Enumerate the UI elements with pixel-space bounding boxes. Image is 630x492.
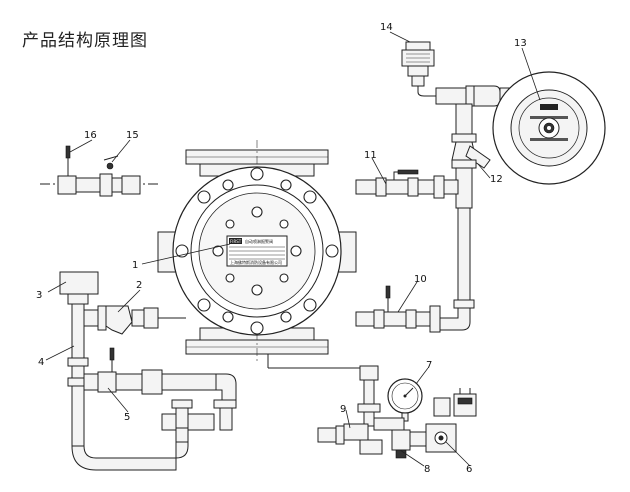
upper-pipe-network: [435, 83, 533, 331]
pressure-switch-14: [401, 41, 440, 97]
callout-labels: 1 2 3 4 5 6 7 8 9 10 11 12 13 14 16 15: [36, 22, 527, 475]
callout-13: 13: [514, 38, 527, 49]
callout-1: 1: [132, 260, 138, 271]
callout-4: 4: [38, 357, 44, 368]
callout-15: 16: [84, 130, 97, 141]
flange-bolts: [175, 167, 339, 335]
callout-7: 7: [426, 360, 432, 371]
callout-10: 10: [414, 274, 427, 285]
nameplate-brand: FIRST: [230, 239, 242, 244]
nameplate-maker: 上海佛特斯消防设备有限公司: [230, 259, 282, 265]
callout-3: 3: [36, 290, 42, 301]
retard-chamber-3: [59, 271, 99, 305]
test-valve-11: [355, 169, 459, 199]
lower-center-valves: [161, 354, 372, 443]
callout-leaders: [45, 31, 541, 467]
nameplate-product: 自动喷淋报警阀: [245, 238, 273, 244]
callout-5: 5: [124, 412, 130, 423]
drain-valve-10: [355, 285, 441, 333]
valve-assembly-15-16: [40, 145, 158, 197]
callout-11: 11: [364, 150, 377, 161]
callout-12: 12: [490, 174, 503, 185]
nameplate: FIRST 自动喷淋报警阀 上海佛特斯消防设备有限公司: [226, 235, 288, 267]
callout-9: 9: [340, 404, 346, 415]
callout-14: 14: [380, 22, 393, 33]
callout-2: 2: [136, 280, 142, 291]
alarm-bell-13: [492, 71, 606, 185]
callout-8: 8: [424, 464, 430, 475]
callout-16: 15: [126, 130, 139, 141]
diagram-title: 产品结构原理图: [22, 31, 148, 51]
callout-6: 6: [466, 464, 472, 475]
pressure-gauge-7: [387, 378, 423, 422]
